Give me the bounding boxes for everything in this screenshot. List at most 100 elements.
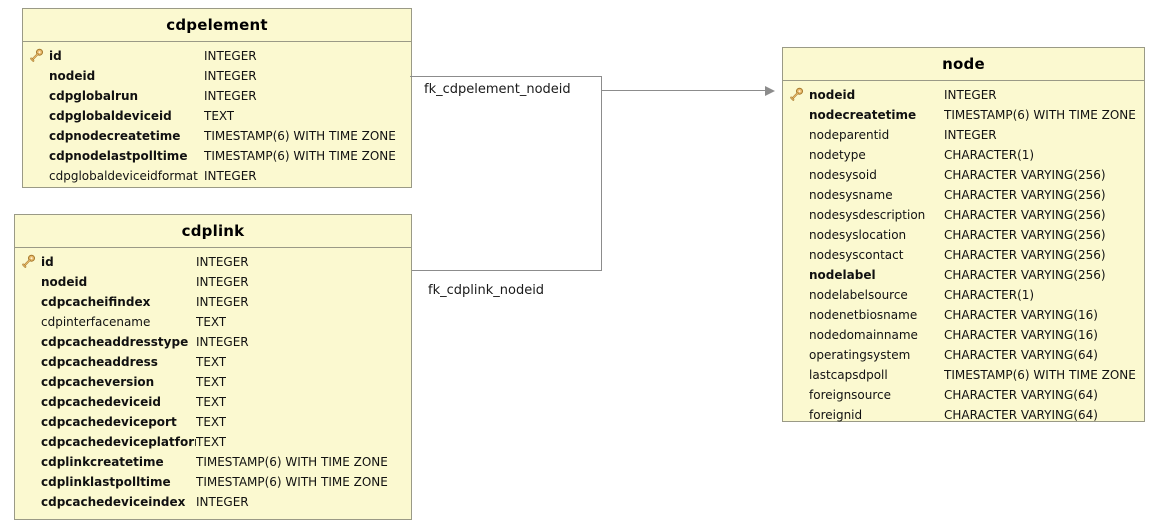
entity-table-node[interactable]: node nodeid INTEGER nodecreatetime TIMES… — [782, 47, 1145, 422]
attribute-row: nodelabelsource CHARACTER(1) — [783, 285, 1144, 305]
attribute-name: foreignid — [809, 408, 863, 422]
attribute-name: cdpcachedeviceport — [41, 415, 177, 429]
watermark-text — [18, 512, 21, 522]
attribute-row: nodesysname CHARACTER VARYING(256) — [783, 185, 1144, 205]
attribute-row: cdpcacheifindex INTEGER — [15, 292, 411, 312]
attribute-name: id — [41, 255, 54, 269]
attribute-name: nodeid — [49, 69, 96, 83]
attribute-type: CHARACTER VARYING(256) — [944, 208, 1106, 222]
edge-vertical-connector — [601, 76, 602, 271]
attribute-name: cdpglobaldeviceidformat — [49, 169, 198, 183]
attribute-type: CHARACTER(1) — [944, 288, 1035, 302]
attribute-type: INTEGER — [204, 69, 257, 83]
attribute-name: nodelabel — [809, 268, 876, 282]
attribute-type: INTEGER — [196, 255, 249, 269]
attribute-type: TEXT — [196, 435, 227, 449]
attribute-row: nodesyscontact CHARACTER VARYING(256) — [783, 245, 1144, 265]
attribute-type: TIMESTAMP(6) WITH TIME ZONE — [204, 129, 396, 143]
attribute-name: cdpcacheifindex — [41, 295, 151, 309]
attribute-row: nodesysoid CHARACTER VARYING(256) — [783, 165, 1144, 185]
attribute-name: operatingsystem — [809, 348, 911, 362]
attribute-type: INTEGER — [196, 295, 249, 309]
attribute-row: nodeid INTEGER — [15, 272, 411, 292]
attribute-type: TEXT — [204, 109, 235, 123]
attribute-type: TEXT — [196, 415, 227, 429]
attribute-type: TEXT — [196, 315, 227, 329]
attribute-name: cdpcachedeviceindex — [41, 495, 186, 509]
relationship-label-fk-cdplink-nodeid: fk_cdplink_nodeid — [428, 283, 545, 298]
attribute-row: cdplinkcreatetime TIMESTAMP(6) WITH TIME… — [15, 452, 411, 472]
attribute-name: cdpinterfacename — [41, 315, 151, 329]
primary-key-icon — [783, 87, 809, 103]
attribute-name: cdpnodecreatetime — [49, 129, 181, 143]
attribute-name: nodecreatetime — [809, 108, 917, 122]
attribute-list-node: nodeid INTEGER nodecreatetime TIMESTAMP(… — [783, 81, 1144, 431]
attribute-row: cdpinterfacename TEXT — [15, 312, 411, 332]
attribute-type: CHARACTER VARYING(256) — [944, 168, 1106, 182]
attribute-type: TIMESTAMP(6) WITH TIME ZONE — [944, 108, 1136, 122]
entity-table-cdpelement[interactable]: cdpelement id INTEGER nodeid INTEGER — [22, 8, 412, 188]
attribute-list-cdpelement: id INTEGER nodeid INTEGER cdpglobalrun I… — [23, 42, 411, 192]
attribute-type: CHARACTER VARYING(256) — [944, 228, 1106, 242]
attribute-type: INTEGER — [944, 88, 997, 102]
attribute-name: nodesysoid — [809, 168, 877, 182]
attribute-name: cdplinklastpolltime — [41, 475, 171, 489]
attribute-row: nodecreatetime TIMESTAMP(6) WITH TIME ZO… — [783, 105, 1144, 125]
attribute-name: cdpglobaldeviceid — [49, 109, 172, 123]
attribute-row: id INTEGER — [15, 252, 411, 272]
attribute-row: nodesyslocation CHARACTER VARYING(256) — [783, 225, 1144, 245]
attribute-row: nodeid INTEGER — [783, 85, 1144, 105]
attribute-name: nodetype — [809, 148, 866, 162]
attribute-row: nodetype CHARACTER(1) — [783, 145, 1144, 165]
attribute-row: cdpnodelastpolltime TIMESTAMP(6) WITH TI… — [23, 146, 411, 166]
attribute-name: foreignsource — [809, 388, 892, 402]
attribute-row: operatingsystem CHARACTER VARYING(64) — [783, 345, 1144, 365]
attribute-name: nodedomainname — [809, 328, 918, 342]
attribute-row: foreignsource CHARACTER VARYING(64) — [783, 385, 1144, 405]
attribute-row: foreignid CHARACTER VARYING(64) — [783, 405, 1144, 425]
attribute-name: nodenetbiosname — [809, 308, 918, 322]
attribute-type: INTEGER — [196, 335, 249, 349]
attribute-name: nodesyscontact — [809, 248, 904, 262]
entity-title-node: node — [783, 48, 1144, 81]
attribute-name: cdplinkcreatetime — [41, 455, 164, 469]
attribute-type: TIMESTAMP(6) WITH TIME ZONE — [204, 149, 396, 163]
attribute-row: id INTEGER — [23, 46, 411, 66]
attribute-row: lastcapsdpoll TIMESTAMP(6) WITH TIME ZON… — [783, 365, 1144, 385]
attribute-row: cdpnodecreatetime TIMESTAMP(6) WITH TIME… — [23, 126, 411, 146]
attribute-name: cdpcachedeviceid — [41, 395, 161, 409]
attribute-type: INTEGER — [944, 128, 997, 142]
attribute-list-cdplink: id INTEGER nodeid INTEGER cdpcacheifinde… — [15, 248, 411, 518]
primary-key-icon — [15, 254, 41, 270]
attribute-row: nodenetbiosname CHARACTER VARYING(16) — [783, 305, 1144, 325]
attribute-row: cdpcacheaddresstype INTEGER — [15, 332, 411, 352]
primary-key-icon — [23, 48, 49, 64]
attribute-type: CHARACTER(1) — [944, 148, 1035, 162]
attribute-type: TIMESTAMP(6) WITH TIME ZONE — [196, 455, 388, 469]
attribute-row: cdpcacheaddress TEXT — [15, 352, 411, 372]
attribute-row: nodeparentid INTEGER — [783, 125, 1144, 145]
attribute-row: nodeid INTEGER — [23, 66, 411, 86]
attribute-name: nodesysdescription — [809, 208, 926, 222]
attribute-type: INTEGER — [204, 89, 257, 103]
attribute-row: cdpcacheversion TEXT — [15, 372, 411, 392]
entity-table-cdplink[interactable]: cdplink id INTEGER nodeid INTEGER — [14, 214, 412, 520]
attribute-row: cdpglobaldeviceid TEXT — [23, 106, 411, 126]
attribute-type: INTEGER — [196, 275, 249, 289]
edge-to-node-segment — [602, 90, 765, 91]
attribute-row: nodelabel CHARACTER VARYING(256) — [783, 265, 1144, 285]
attribute-type: CHARACTER VARYING(64) — [944, 388, 1098, 402]
edge-cdplink-bottom-segment — [412, 270, 602, 271]
attribute-name: cdpnodelastpolltime — [49, 149, 188, 163]
attribute-row: cdpglobaldeviceidformat INTEGER — [23, 166, 411, 186]
entity-title-cdplink: cdplink — [15, 215, 411, 248]
attribute-row: cdpcachedeviceplatform TEXT — [15, 432, 411, 452]
edge-cdpelement-top-segment — [410, 76, 602, 77]
attribute-name: lastcapsdpoll — [809, 368, 888, 382]
attribute-type: TEXT — [196, 395, 227, 409]
attribute-name: cdpcacheaddress — [41, 355, 158, 369]
attribute-name: cdpcacheaddresstype — [41, 335, 189, 349]
attribute-name: cdpcachedeviceplatform — [41, 435, 196, 449]
attribute-name: nodeid — [41, 275, 88, 289]
edge-arrowhead-to-node — [765, 86, 775, 96]
